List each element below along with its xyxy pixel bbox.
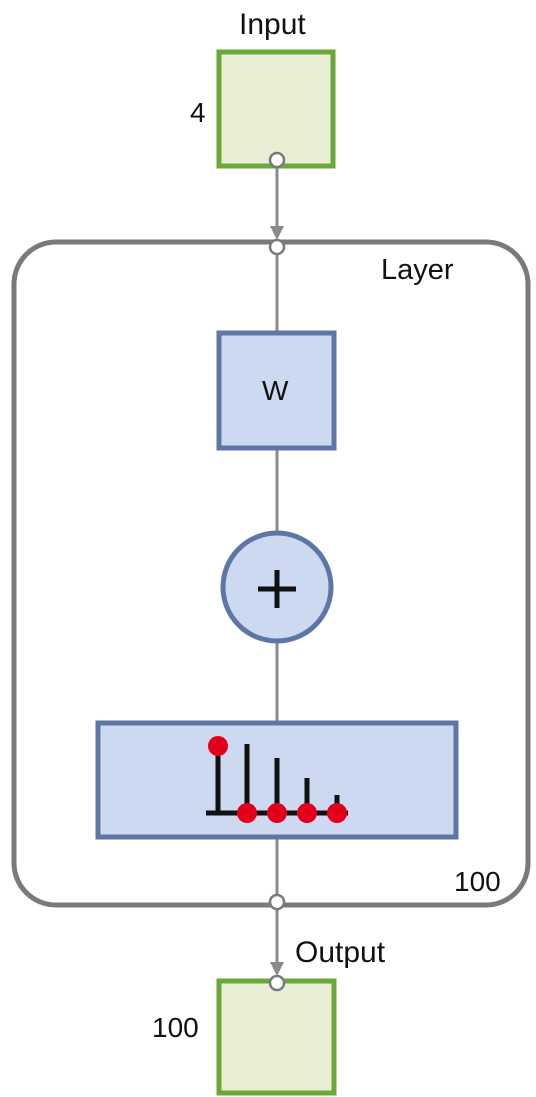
output-box — [216, 978, 337, 1096]
layer-label: Layer — [381, 254, 454, 286]
weight-label: W — [262, 375, 289, 406]
output-size: 100 — [152, 1012, 199, 1043]
output-label: Output — [295, 936, 386, 969]
input-box — [216, 49, 336, 169]
layer-size: 100 — [454, 866, 501, 897]
output-port — [268, 974, 286, 992]
softmax-stem-plot-icon — [206, 736, 348, 823]
weight-box — [216, 330, 337, 451]
layer-input-port — [268, 238, 286, 256]
input-port — [268, 151, 286, 169]
input-label: Input — [239, 8, 306, 41]
input-size: 4 — [190, 97, 206, 128]
arrow-into-output — [270, 962, 284, 976]
arrow-into-layer — [270, 226, 284, 240]
layer-output-port — [268, 893, 286, 911]
